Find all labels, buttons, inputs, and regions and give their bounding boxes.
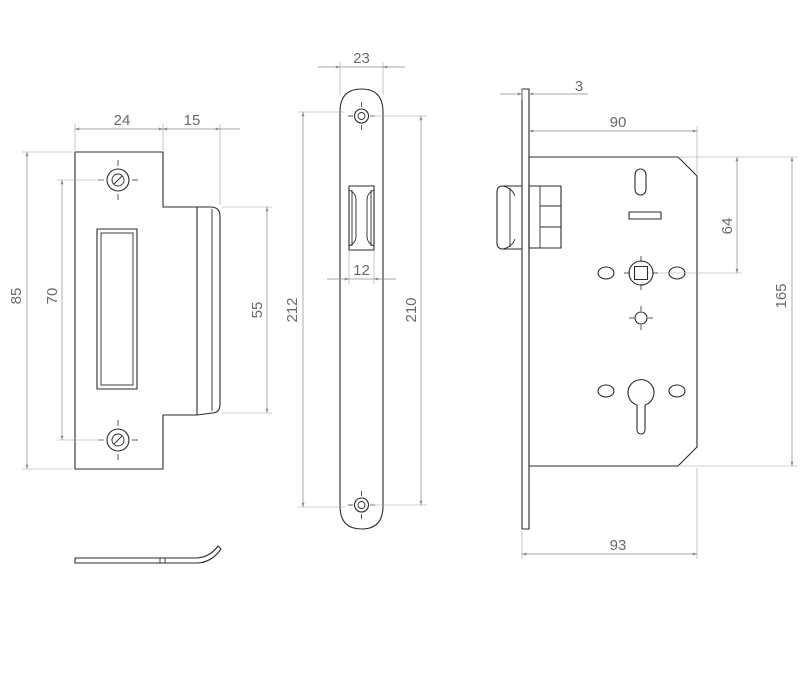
dimension-faceplate-width: 23 (318, 50, 405, 95)
fixing-hole-left-upper (597, 266, 615, 280)
dimension-forend-thickness: 3 (500, 78, 588, 100)
label-strike-height: 85 (8, 288, 25, 305)
dimension-overall-depth: 93 (521, 468, 698, 559)
strike-plate (74, 151, 221, 470)
dimension-strike-width: 24 (74, 112, 164, 150)
label-faceplate-latch: 12 (353, 262, 370, 279)
dimension-faceplate-latch: 12 (327, 250, 396, 284)
label-case-height: 165 (773, 283, 790, 308)
label-strike-hole-spacing: 70 (44, 288, 61, 305)
label-forend-thickness: 3 (575, 78, 583, 95)
center-hole (629, 306, 653, 330)
label-case-depth: 90 (610, 114, 627, 131)
label-strike-width: 24 (114, 112, 131, 129)
strike-screw-hole-bottom (98, 420, 138, 460)
dimension-strike-hole-spacing: 70 (44, 179, 104, 441)
dimension-faceplate-height: 212 (284, 111, 345, 508)
dimension-strike-height: 85 (8, 151, 73, 470)
strike-screw-hole-top (98, 160, 138, 200)
dimension-spindle-offset: 64 (658, 156, 742, 274)
lock-case (528, 156, 698, 467)
dimension-strike-opening: 55 (222, 206, 272, 414)
label-strike-lip: 15 (184, 112, 201, 129)
faceplate (339, 88, 384, 530)
dimension-case-depth: 90 (528, 114, 698, 174)
label-faceplate-hole-spacing: 210 (403, 297, 420, 322)
dimension-faceplate-hole-spacing: 210 (370, 115, 427, 506)
slot-top (634, 168, 647, 196)
dimension-strike-lip: 15 (163, 112, 240, 205)
label-strike-opening: 55 (249, 302, 266, 319)
forend (521, 88, 530, 530)
fixing-hole-right-lower (668, 384, 686, 398)
strike-side-profile (74, 545, 222, 564)
lock-body (496, 88, 698, 530)
spindle-hole (624, 256, 658, 290)
fixing-hole-left-lower (597, 384, 615, 398)
label-spindle-offset: 64 (719, 218, 736, 235)
dimension-case-height: 165 (680, 156, 798, 467)
label-faceplate-width: 23 (353, 50, 370, 67)
label-faceplate-height: 212 (284, 297, 301, 322)
cylinder-keyhole (627, 379, 655, 435)
label-overall-depth: 93 (610, 537, 627, 554)
latch-bolt (496, 185, 522, 250)
slot-small (628, 211, 662, 220)
latch-tail (528, 185, 562, 249)
